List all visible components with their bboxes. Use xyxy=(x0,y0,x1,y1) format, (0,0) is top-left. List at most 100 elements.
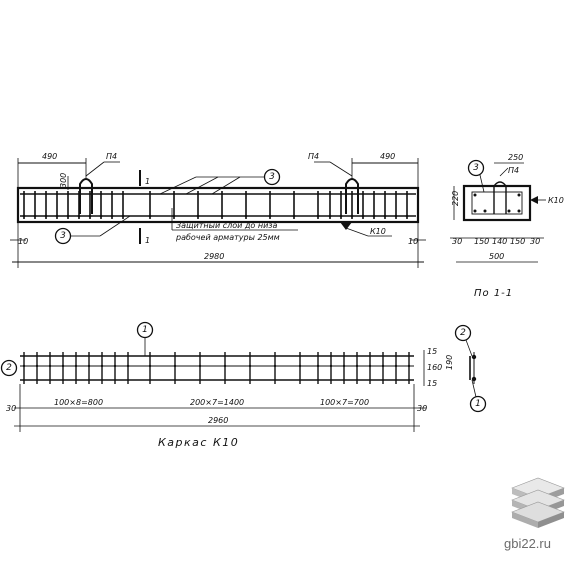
callout-3-top xyxy=(263,168,281,186)
section-callout-3 xyxy=(467,159,485,177)
loop-label-right: П4 xyxy=(308,152,319,161)
beam-outline xyxy=(16,186,420,224)
beam-bar-dot xyxy=(339,214,343,218)
frame-k10: 1 2 15 160 15 190 2 1 30 30 100×8=800 20… xyxy=(0,321,487,449)
beam-bar-dot xyxy=(55,214,59,218)
frame-title: Каркас К10 xyxy=(158,436,239,449)
site-logo-icon xyxy=(511,477,565,528)
frame-bar-dot xyxy=(368,364,372,368)
section-outline xyxy=(462,184,532,222)
side-callout-2-text: 2 xyxy=(460,328,466,338)
beam-bar-dot xyxy=(328,214,332,218)
frame-bar-dot xyxy=(407,364,411,368)
section-dim-3: 150 xyxy=(510,237,525,246)
side-callout-2 xyxy=(454,324,472,342)
beam-bar-dot xyxy=(350,214,354,218)
section-loop-label: П4 xyxy=(508,166,519,175)
beam-bar-dot xyxy=(66,214,70,218)
frame-callout-1 xyxy=(136,321,154,339)
beam-bar-dot xyxy=(121,214,125,218)
beam-bar-dot xyxy=(77,214,81,218)
frame-bar-dot xyxy=(298,364,302,368)
frame-bar-dot xyxy=(173,364,177,368)
frame-stirrups xyxy=(22,352,411,384)
section-mark-bottom: 1 xyxy=(145,236,150,245)
beam-bar-dot xyxy=(220,214,224,218)
frame-bar-dot xyxy=(126,364,130,368)
beam-bar-dot xyxy=(405,214,409,218)
frame-bar-dot xyxy=(223,364,227,368)
end-right: 10 xyxy=(408,237,418,246)
frame-bar-dot xyxy=(148,364,152,368)
section-dim-1: 150 xyxy=(474,237,489,246)
section-top-dim: 250 xyxy=(508,153,523,162)
beam-bar-dot xyxy=(394,214,398,218)
note-protective-layer-1: Защитный слой до низа xyxy=(176,221,278,230)
frame-bar-dot xyxy=(248,364,252,368)
dim-top-right: 490 xyxy=(380,152,395,161)
frame-bar-dot xyxy=(316,364,320,368)
section-height-dim: 220 xyxy=(451,191,460,206)
frame-end-right: 30 xyxy=(417,404,427,413)
cross-section: 3 250 П4 220 К10 30 150 140 150 30 500 П… xyxy=(450,153,564,299)
frame-side-dim-2: 15 xyxy=(427,379,437,388)
frame-side-total: 190 xyxy=(445,355,454,370)
dim-top-left: 490 xyxy=(42,152,57,161)
beam-bar-dot xyxy=(172,214,176,218)
beam-bar-dot xyxy=(110,214,114,218)
callout-3-bottom xyxy=(54,227,72,245)
frame-span-mid: 200×7=1400 xyxy=(190,398,244,407)
beam-bar-dot xyxy=(361,214,365,218)
section-frame-label: К10 xyxy=(548,196,564,205)
frame-label: К10 xyxy=(370,227,386,236)
beam-bar-dot xyxy=(316,214,320,218)
loop-height: 300 xyxy=(59,173,68,188)
beam-bar-dot xyxy=(99,214,103,218)
frame-bar-dot xyxy=(35,364,39,368)
beam-stirrups xyxy=(22,191,409,219)
side-callout-1-text: 1 xyxy=(475,399,481,409)
beam-bar-dot xyxy=(268,214,272,218)
overall-length: 2980 xyxy=(204,252,224,261)
frame-bar-dot xyxy=(273,364,277,368)
frame-bar-dot xyxy=(61,364,65,368)
frame-bar-dot xyxy=(329,364,333,368)
frame-bar-dot xyxy=(113,364,117,368)
frame-bar-dot xyxy=(87,364,91,368)
frame-bar-dot xyxy=(381,364,385,368)
frame-end-left: 30 xyxy=(6,404,16,413)
frame-pointer-arrow xyxy=(340,222,352,230)
section-mark-top: 1 xyxy=(145,177,150,186)
beam-bar-dot xyxy=(383,214,387,218)
section-title: По 1-1 xyxy=(474,288,513,299)
beam-bar-dot xyxy=(372,214,376,218)
frame-span-left: 100×8=800 xyxy=(54,398,103,407)
beam-bar-dot xyxy=(22,214,26,218)
section-dim-2: 140 xyxy=(492,237,507,246)
frame-bar-dot xyxy=(100,364,104,368)
beam-bar-dot xyxy=(148,214,152,218)
frame-bar-dot xyxy=(74,364,78,368)
frame-overall-length: 2960 xyxy=(208,416,228,425)
frame-bar-dot xyxy=(198,364,202,368)
frame-bar-dot xyxy=(342,364,346,368)
frame-callout-2-text: 2 xyxy=(6,363,12,373)
beam-bar-dot xyxy=(44,214,48,218)
loop-label-left: П4 xyxy=(106,152,117,161)
beam-elevation: 490 490 П4 П4 300 1 1 3 3 За xyxy=(10,152,426,268)
beam-bar-dot xyxy=(196,214,200,218)
section-dim-0: 30 xyxy=(452,237,462,246)
frame-bar-dot xyxy=(394,364,398,368)
beam-bar-dot xyxy=(244,214,248,218)
frame-side-dim-1: 160 xyxy=(427,363,442,372)
beam-bar-dot xyxy=(33,214,37,218)
note-protective-layer-2: рабочей арматуры 25мм xyxy=(175,233,280,242)
frame-callout-2 xyxy=(0,359,18,377)
section-width-dim: 500 xyxy=(489,252,504,261)
side-callout-1 xyxy=(469,395,487,413)
frame-span-right: 100×7=700 xyxy=(320,398,369,407)
site-watermark: gbi22.ru xyxy=(504,536,551,551)
frame-bar-dot xyxy=(355,364,359,368)
beam-bar-dot xyxy=(292,214,296,218)
